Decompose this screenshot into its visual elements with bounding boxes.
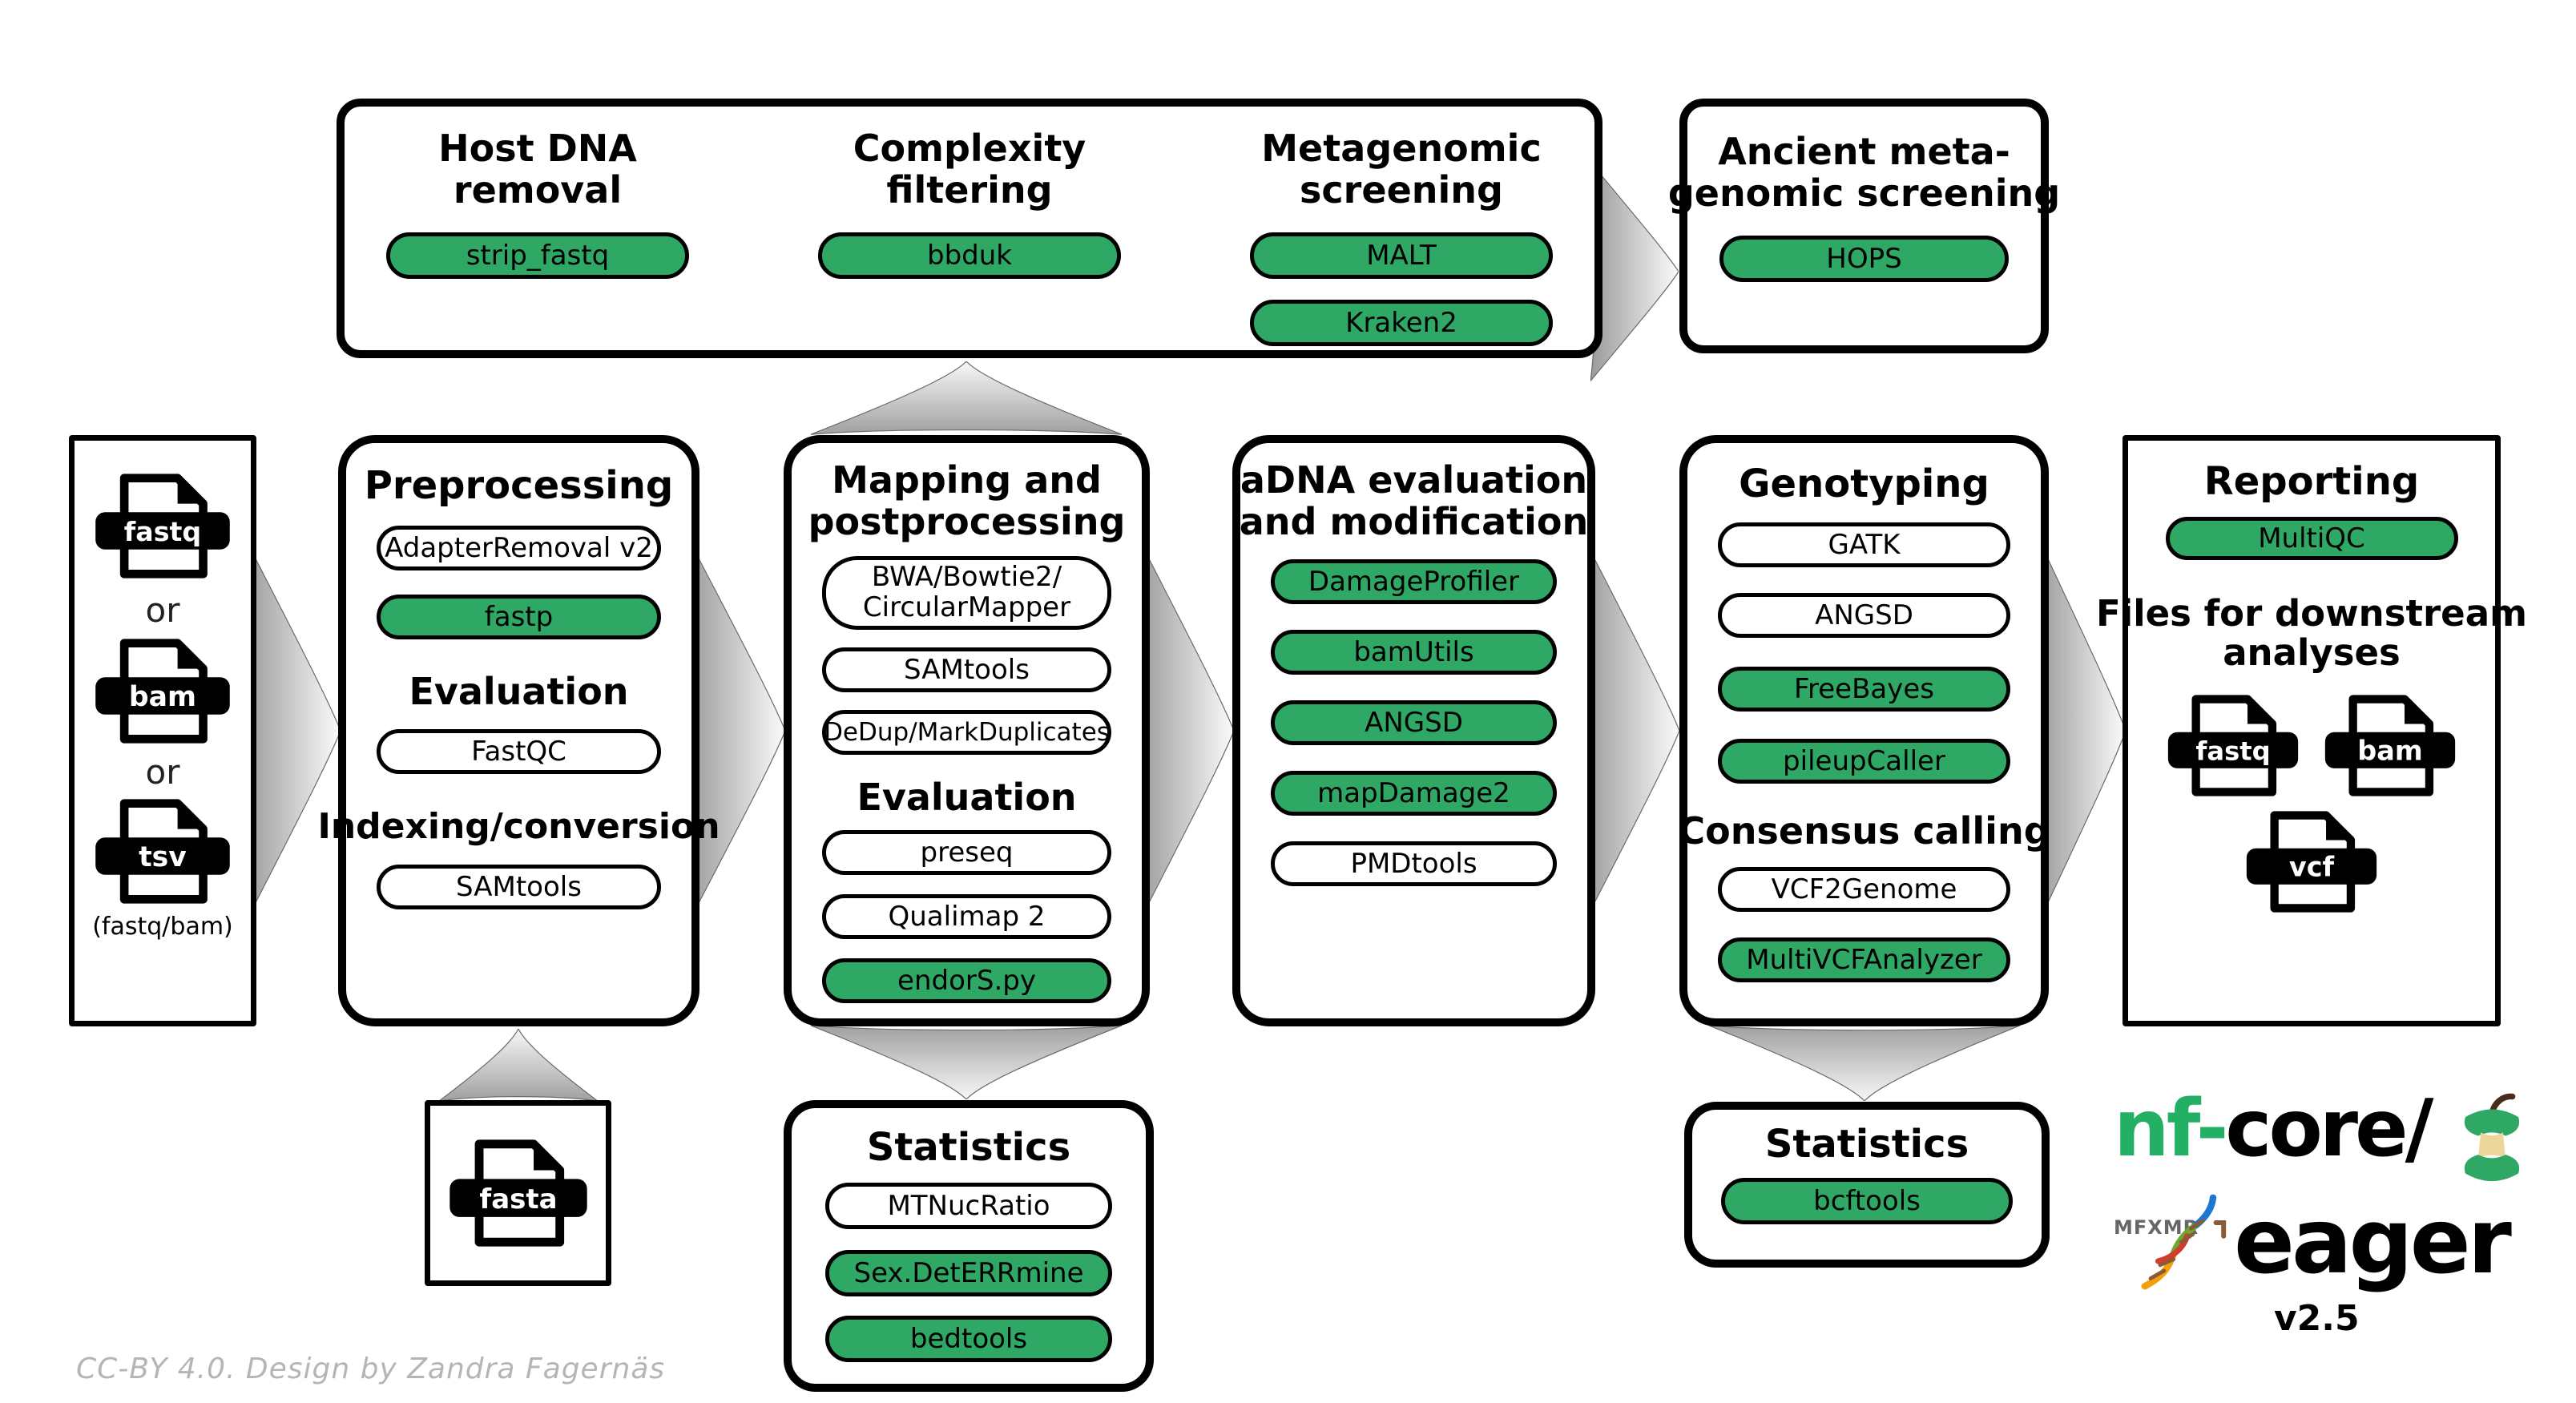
pill-hops: HOPS — [1719, 235, 2009, 282]
section-title-evaluation: Evaluation — [857, 775, 1077, 819]
eager-wordmark: eager — [2234, 1190, 2512, 1294]
box-title: Mapping and postprocessing — [808, 458, 1126, 544]
metagenomic-screening-column: Metagenomic screening MALT Kraken2 — [1250, 127, 1553, 346]
input-files-box: fastq or bam or tsv (fastq/bam) — [69, 435, 256, 1026]
box-title: Reporting — [2203, 459, 2420, 504]
pill-angsd: ANGSD — [1718, 592, 2010, 638]
tsv-file-icon: tsv — [95, 799, 230, 904]
host-dna-removal-column: Host DNA removal strip_fastq — [386, 127, 689, 279]
genotyping-box: Genotyping GATK ANGSD FreeBayes pileupCa… — [1678, 435, 2050, 1026]
column-title: Host DNA removal — [438, 127, 637, 212]
arrow-genotyping-to-statistics-down — [1704, 1024, 2025, 1101]
vcf-file-icon: vcf — [2246, 811, 2377, 913]
pill-angsd: ANGSD — [1271, 699, 1557, 745]
svg-text:bam: bam — [129, 681, 196, 713]
svg-text:vcf: vcf — [2289, 851, 2335, 882]
logo-eager-row: MFXMR eager — [2114, 1194, 2562, 1290]
pill-bwa-bowtie2-circularmapper: BWA/Bowtie2/ CircularMapper — [822, 555, 1111, 630]
fastq-file-icon: fastq — [2167, 695, 2299, 796]
version-label: v2.5 — [2274, 1298, 2360, 1339]
screening-box: Host DNA removal strip_fastq Complexity … — [337, 99, 1602, 358]
input-caption: (fastq/bam) — [92, 913, 233, 941]
pill-endors-py: endorS.py — [822, 958, 1111, 1004]
arrow-mapping-to-screening-up — [806, 361, 1127, 436]
logo-wordmark-row: nf-core/ — [2114, 1090, 2562, 1192]
box-title: Statistics — [1764, 1122, 1969, 1167]
pill-malt: MALT — [1250, 232, 1553, 279]
svg-text:fastq: fastq — [124, 516, 201, 547]
box-title: Preprocessing — [364, 463, 674, 508]
pill-pmdtools: PMDtools — [1271, 841, 1557, 886]
pill-samtools: SAMtools — [377, 864, 661, 909]
pill-damageprofiler: DamageProfiler — [1271, 558, 1557, 604]
complexity-filtering-column: Complexity filtering bbduk — [818, 127, 1121, 279]
pill-pileupcaller: pileupCaller — [1718, 738, 2010, 784]
section-title-indexing: Indexing/conversion — [317, 806, 720, 848]
adna-box: aDNA evaluation and modification DamageP… — [1232, 435, 1595, 1026]
pill-mapdamage2: mapDamage2 — [1271, 770, 1557, 816]
pill-kraken2: Kraken2 — [1250, 299, 1553, 346]
arrow-fasta-to-preprocessing-up — [437, 1029, 600, 1103]
arrow-mapping-to-adna — [1138, 530, 1234, 931]
pill-vcf2genome: VCF2Genome — [1718, 867, 2010, 913]
svg-text:fasta: fasta — [479, 1183, 557, 1216]
pill-fastp: fastp — [377, 594, 661, 639]
pill-bamutils: bamUtils — [1271, 629, 1557, 675]
pill-fastqc: FastQC — [377, 729, 661, 775]
arrow-input-to-preprocessing — [244, 530, 341, 931]
nf-core-wordmark: nf-core/ — [2114, 1083, 2433, 1175]
pill-bcftools: bcftools — [1721, 1177, 2013, 1224]
section-title-downstream: Files for downstream analyses — [2096, 591, 2527, 675]
fasta-reference-box: fasta — [425, 1100, 611, 1286]
reporting-box: Reporting MultiQC Files for downstream a… — [2096, 435, 2527, 1026]
pill-freebayes: FreeBayes — [1718, 666, 2010, 712]
svg-text:bam: bam — [2357, 735, 2422, 766]
pill-sex-deterrmine: Sex.DetERRmine — [825, 1249, 1112, 1296]
pill-qualimap2: Qualimap 2 — [822, 894, 1111, 940]
mapping-box: Mapping and postprocessing BWA/Bowtie2/ … — [784, 435, 1150, 1026]
or-label: or — [145, 752, 180, 792]
pill-gatk: GATK — [1718, 522, 2010, 567]
svg-text:fastq: fastq — [2195, 736, 2270, 766]
pill-samtools: SAMtools — [822, 647, 1111, 692]
box-title: aDNA evaluation and modification — [1239, 458, 1589, 544]
downstream-files-row: fastq bam — [2165, 694, 2458, 797]
nf-core-eager-logo: nf-core/ MFXMR eager — [2114, 1090, 2562, 1339]
eager-dna-art: MFXMR — [2114, 1194, 2234, 1290]
pill-multivcfanalyzer: MultiVCFAnalyzer — [1718, 937, 2010, 983]
section-title-evaluation: Evaluation — [409, 669, 629, 713]
bam-file-icon: bam — [2324, 695, 2456, 796]
arrow-adna-to-genotyping — [1583, 530, 1679, 931]
credit-text: CC-BY 4.0. Design by Zandra Fagernäs — [76, 1353, 666, 1385]
section-title-consensus: Consensus calling — [1678, 808, 2050, 853]
arrow-mapping-to-statistics-down — [806, 1024, 1127, 1099]
preprocessing-box: Preprocessing AdapterRemoval v2 fastp Ev… — [317, 435, 720, 1026]
pill-dedup-markduplicates: DeDup/MarkDuplicates — [822, 709, 1111, 755]
pill-strip-fastq: strip_fastq — [386, 232, 689, 279]
pill-mtnucratio: MTNucRatio — [825, 1182, 1112, 1229]
pill-bedtools: bedtools — [825, 1315, 1112, 1362]
ancient-screening-box: Ancient meta- genomic screening HOPS — [1668, 99, 2060, 353]
box-title: Genotyping — [1739, 462, 1989, 506]
fastq-file-icon: fastq — [95, 474, 230, 579]
svg-text:tsv: tsv — [139, 841, 187, 873]
statistics-mapping-box: Statistics MTNucRatio Sex.DetERRmine bed… — [784, 1100, 1154, 1392]
box-title: Ancient meta- genomic screening — [1667, 130, 2061, 216]
box-title: Statistics — [866, 1125, 1071, 1170]
or-label: or — [145, 591, 180, 630]
bam-file-icon: bam — [95, 639, 230, 744]
fasta-file-icon: fasta — [449, 1139, 587, 1247]
arrow-genotyping-to-reporting — [2038, 530, 2126, 931]
pill-bbduk: bbduk — [818, 232, 1121, 279]
pill-adapterremoval: AdapterRemoval v2 — [377, 525, 661, 570]
pill-preseq: preseq — [822, 830, 1111, 876]
apple-core-icon — [2465, 1093, 2520, 1182]
pill-multiqc: MultiQC — [2165, 516, 2458, 560]
column-title: Metagenomic screening — [1261, 127, 1542, 212]
statistics-genotyping-box: Statistics bcftools — [1684, 1102, 2050, 1268]
arrow-preprocessing-to-mapping — [687, 530, 785, 931]
column-title: Complexity filtering — [853, 127, 1086, 212]
arrow-screening-to-ancient — [1590, 159, 1679, 385]
dna-helix-icon — [2141, 1194, 2227, 1290]
